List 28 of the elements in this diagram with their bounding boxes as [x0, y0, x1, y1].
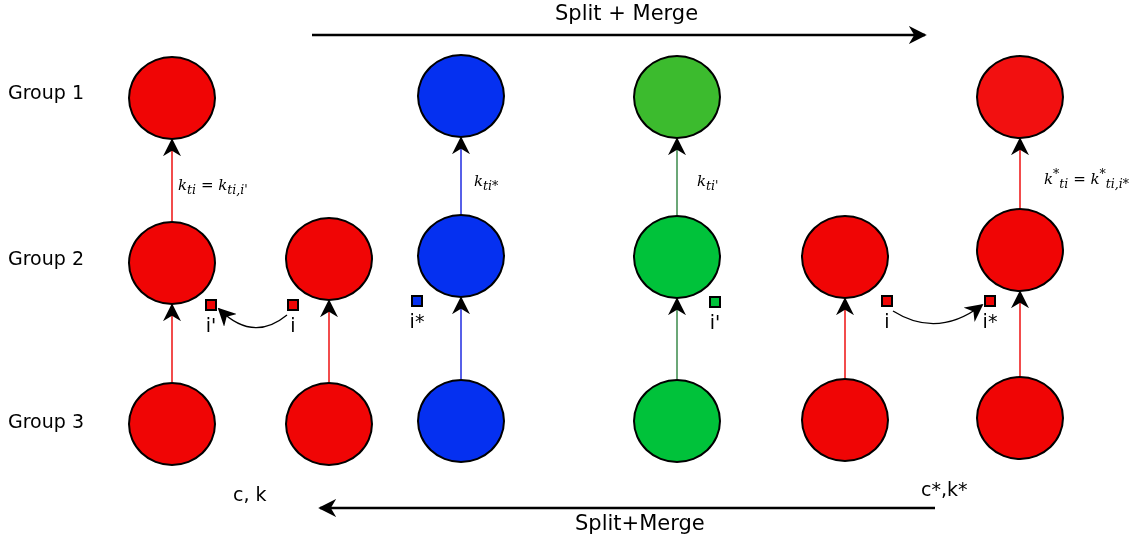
- edge-label: k$_{ti*}$: [474, 172, 499, 193]
- arrow: [892, 303, 984, 325]
- arrow: [1011, 137, 1029, 209]
- arrow-label: Split + Merge: [555, 2, 699, 26]
- arrow-label: Split+Merge: [575, 512, 705, 536]
- arrow: [1011, 290, 1029, 377]
- arrow: [163, 138, 181, 222]
- index-label: i: [290, 315, 296, 335]
- arrow: [320, 299, 338, 383]
- arrow: [452, 296, 470, 380]
- arrow: [668, 137, 686, 216]
- arrow: [452, 136, 470, 215]
- index-label: i': [709, 312, 721, 332]
- index-label: i*: [982, 311, 998, 331]
- arrow: [163, 303, 181, 383]
- group-label: Group 3: [8, 411, 84, 432]
- edge-label: k$_{ti}$ = k$_{ti,i'}$: [178, 176, 248, 197]
- arrow: [668, 297, 686, 380]
- arrow: [217, 307, 288, 329]
- index-label: i': [205, 315, 217, 335]
- edge-label: k$_{ti'}$: [697, 172, 719, 193]
- parameter-label: c*,k*: [921, 479, 968, 500]
- arrow: [836, 297, 854, 379]
- group-label: Group 1: [8, 82, 84, 103]
- group-label: Group 2: [8, 248, 84, 269]
- parameter-label: c, k: [233, 484, 267, 505]
- index-label: i: [884, 311, 890, 331]
- index-label: i*: [409, 311, 425, 331]
